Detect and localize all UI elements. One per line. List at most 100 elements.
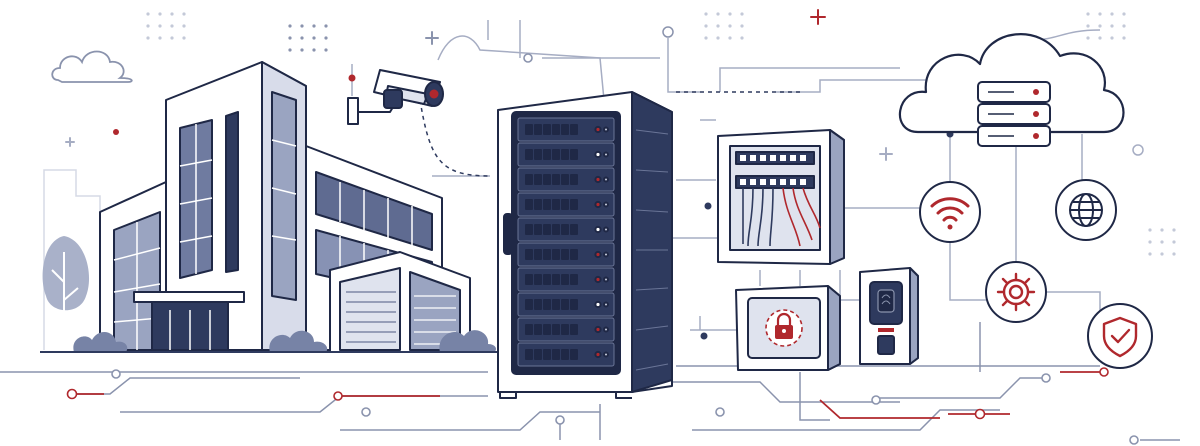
rack-vent xyxy=(525,299,533,310)
dot-grid-top-left xyxy=(146,12,186,40)
rack-vent xyxy=(570,124,578,135)
rack-status-led xyxy=(603,351,609,358)
rack-vent xyxy=(552,124,560,135)
rack-status-led xyxy=(594,150,602,159)
rack-status-led xyxy=(594,275,602,284)
patch-ports xyxy=(740,155,806,185)
rack-vent xyxy=(543,199,551,210)
wifi-icon xyxy=(930,197,970,230)
rack-vent xyxy=(570,349,578,360)
rack-vent xyxy=(570,274,578,285)
rack-vent xyxy=(561,274,569,285)
rack-vent xyxy=(561,149,569,160)
rack-vent xyxy=(561,324,569,335)
rack-vent xyxy=(534,124,542,135)
rack-vent xyxy=(543,174,551,185)
rack-vent xyxy=(552,349,560,360)
security-camera-icon xyxy=(347,69,444,125)
rack-vent xyxy=(552,199,560,210)
rack-vent xyxy=(561,224,569,235)
rack-status-led xyxy=(594,350,602,359)
rack-vent xyxy=(561,349,569,360)
rack-status-led xyxy=(603,151,609,158)
rack-vent xyxy=(543,124,551,135)
rack-vent xyxy=(552,274,560,285)
rack-vent xyxy=(570,199,578,210)
cloud-icon xyxy=(898,33,1125,147)
plus-icon xyxy=(879,147,893,161)
rack-vent xyxy=(525,174,533,185)
rack-vent xyxy=(534,149,542,160)
rack-status-led xyxy=(594,125,602,134)
rack-status-led xyxy=(603,226,609,233)
rack-status-led xyxy=(594,300,602,309)
rack-vent xyxy=(570,249,578,260)
rack-vent xyxy=(534,174,542,185)
rack-vent xyxy=(543,299,551,310)
rack-status-led xyxy=(603,326,609,333)
rack-vent xyxy=(561,249,569,260)
rack-vent xyxy=(525,149,533,160)
server-rack-icon xyxy=(497,91,673,399)
shield-check-icon xyxy=(1102,316,1138,358)
patch-cables xyxy=(742,187,821,247)
rack-status-led xyxy=(594,175,602,184)
rack-vent xyxy=(570,324,578,335)
rack-status-led xyxy=(603,176,609,183)
office-building-icon xyxy=(99,61,471,353)
rack-status-led xyxy=(594,225,602,234)
plus-icon-red xyxy=(810,9,826,25)
wifi-badge xyxy=(919,181,981,243)
accent-dot xyxy=(113,129,119,135)
rack-vent xyxy=(570,224,578,235)
rack-units xyxy=(517,117,615,367)
rack-vent xyxy=(543,224,551,235)
rack-vent xyxy=(534,299,542,310)
plus-icon xyxy=(65,137,75,147)
rack-vent xyxy=(552,249,560,260)
dot-grid-top-middle xyxy=(704,12,744,40)
rack-vent xyxy=(534,324,542,335)
rack-vent xyxy=(552,324,560,335)
tree-icon xyxy=(42,236,90,352)
globe-icon xyxy=(1069,193,1103,227)
shield-badge xyxy=(1087,303,1153,369)
patch-panel-icon xyxy=(717,129,845,265)
rack-vent xyxy=(543,349,551,360)
rack-vent xyxy=(534,224,542,235)
rack-vent xyxy=(543,274,551,285)
dot-grid-top-center xyxy=(288,24,328,52)
lock-terminal-icon xyxy=(735,285,841,371)
circuit-traces xyxy=(0,20,1180,445)
dot-grid-right xyxy=(1148,228,1176,256)
rack-vent xyxy=(525,324,533,335)
ring-dot xyxy=(1132,144,1144,156)
plus-icon xyxy=(425,31,439,45)
rack-status-led xyxy=(603,276,609,283)
rack-vent xyxy=(570,299,578,310)
lock-icon xyxy=(775,312,793,339)
rack-vent xyxy=(525,274,533,285)
globe-badge xyxy=(1055,179,1117,241)
rack-status-led xyxy=(603,201,609,208)
small-cloud-icon xyxy=(51,50,133,83)
rack-vent xyxy=(552,149,560,160)
rack-vent xyxy=(534,274,542,285)
rack-status-led xyxy=(603,301,609,308)
rack-vent xyxy=(561,124,569,135)
rack-status-led xyxy=(594,250,602,259)
rack-vent xyxy=(570,149,578,160)
server-icon xyxy=(977,81,1051,147)
access-reader-icon xyxy=(859,267,919,365)
rack-vent xyxy=(534,199,542,210)
rack-status-led xyxy=(594,325,602,334)
rack-vent xyxy=(525,349,533,360)
rack-vent xyxy=(543,249,551,260)
rack-status-led xyxy=(603,126,609,133)
rack-vent xyxy=(525,249,533,260)
rack-vent xyxy=(525,124,533,135)
shrub-icon xyxy=(73,330,496,352)
rack-vent xyxy=(570,174,578,185)
gear-icon xyxy=(996,272,1036,312)
rack-vent xyxy=(543,324,551,335)
